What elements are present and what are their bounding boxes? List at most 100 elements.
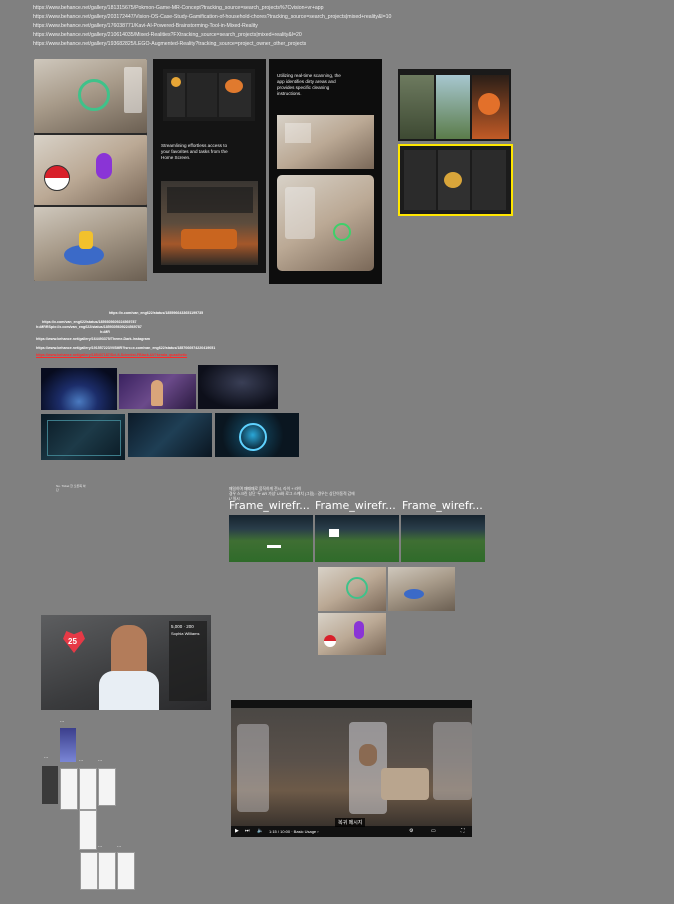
floating-window	[433, 722, 472, 800]
link-item[interactable]: https://www.behance.net/gallery/16449337…	[36, 337, 150, 341]
frame-title[interactable]: Frame_wirefr...	[402, 499, 483, 512]
scan-title: Utilizing real-time scanning, the app id…	[277, 73, 341, 96]
artboard-label: ...	[117, 843, 122, 849]
link-item[interactable]: https://www.behance.net/gallery/18540718…	[36, 353, 188, 357]
theater-icon[interactable]: ▭	[431, 828, 436, 834]
creature-shape	[404, 589, 424, 599]
presenter-tile[interactable]	[119, 374, 196, 409]
case-study-board[interactable]: Streamlining effortless access to your f…	[153, 59, 266, 273]
highlighted-board[interactable]	[398, 144, 513, 216]
link-item[interactable]: https://www.behance.net/gallery/19368282…	[33, 41, 307, 47]
profile-card-board[interactable]: 25 5,000 · 200 Sophia Williams	[41, 615, 211, 710]
hud-grid	[47, 420, 121, 456]
scan-scene-1	[277, 115, 374, 169]
ring-shape	[78, 79, 110, 111]
ball-icon	[478, 93, 500, 115]
link-item[interactable]: h=MR	[100, 330, 110, 334]
stadium-frame[interactable]	[229, 515, 313, 562]
link-item[interactable]: https://www.behance.net/gallery/21061403…	[33, 32, 302, 38]
screen-card	[472, 150, 506, 210]
profile-stat: 5,000 · 200	[171, 624, 194, 629]
pokemon-frame[interactable]	[388, 567, 455, 611]
ring-shape	[346, 577, 368, 599]
ar-photo-board[interactable]	[398, 69, 511, 141]
korean-note: 매일하며 때때때로 움직하게 전시, 라이 + 라이 경우 스크린 상단 '두 …	[229, 487, 355, 502]
link-item[interactable]: h=MRRSpix://x.com/van_eng622/status/1859…	[36, 325, 142, 329]
frame-title[interactable]: Frame_wirefr...	[229, 499, 310, 512]
hud-tile[interactable]	[128, 413, 212, 457]
artboard-thumb[interactable]	[98, 852, 116, 890]
profile-name: Sophia Williams	[171, 631, 200, 636]
artboard-thumb[interactable]	[80, 852, 98, 890]
fullscreen-icon[interactable]: ⛶	[461, 828, 465, 834]
link-item[interactable]: https://www.behance.net/gallery/19155722…	[36, 346, 216, 350]
person-head	[359, 744, 377, 766]
progress-ring	[333, 223, 351, 241]
screen-card	[404, 150, 436, 210]
artboard-thumb[interactable]	[98, 768, 116, 806]
tiny-label: No. Ticket 한 오른쪽 하단	[56, 484, 86, 492]
pokemon-scene-2	[34, 135, 147, 205]
artboard-label: ...	[79, 757, 84, 763]
space-tile[interactable]	[41, 368, 117, 410]
screen-card	[187, 73, 217, 117]
artboard-thumb[interactable]	[60, 728, 76, 762]
scan-scene-2	[277, 175, 374, 271]
next-icon[interactable]: ⏭	[245, 828, 250, 834]
scan-panel	[285, 123, 311, 143]
artboard-thumb[interactable]	[79, 810, 97, 850]
overlay-bar	[267, 545, 281, 548]
video-caption: 복귀 메시지	[335, 818, 366, 827]
play-icon[interactable]: ▶	[235, 828, 239, 834]
person-head	[111, 625, 147, 675]
frame-title[interactable]: Frame_wirefr...	[315, 499, 396, 512]
note-line: 매일하며 때때때로 움직하게 전시, 라이 + 라이	[229, 487, 302, 491]
hud-panel	[167, 187, 253, 213]
creature-shape	[354, 621, 364, 639]
settings-icon[interactable]: ⚙	[409, 828, 414, 834]
profile-panel: 5,000 · 200 Sophia Williams	[169, 621, 207, 701]
sofa-shape	[381, 768, 429, 800]
portal-tile[interactable]	[215, 413, 299, 457]
floating-window	[349, 722, 387, 814]
link-item[interactable]: https://www.behance.net/gallery/17603877…	[33, 23, 258, 29]
pokemon-frame[interactable]	[318, 567, 386, 611]
stadium-frame[interactable]	[401, 515, 485, 562]
artboard-thumb[interactable]	[60, 768, 78, 810]
artboard-label: ...	[44, 754, 49, 760]
screen-card	[438, 150, 470, 210]
link-item[interactable]: https://x.com/van_eng622/status/18593056…	[42, 320, 137, 324]
link-item[interactable]: https://www.behance.net/gallery/20317244…	[33, 14, 392, 20]
sofa-shape	[181, 229, 237, 249]
floating-window	[237, 724, 269, 812]
heart-value: 25	[68, 637, 77, 646]
artboard-thumb[interactable]	[42, 766, 58, 804]
character-icon	[225, 79, 243, 93]
pokemon-board[interactable]	[34, 59, 147, 281]
dark-hud-tile[interactable]	[198, 365, 278, 409]
link-item[interactable]: https://www.behance.net/gallery/18131567…	[33, 5, 324, 11]
badge-icon	[171, 77, 181, 87]
note-line: Lᴵ 일시	[229, 497, 240, 501]
stadium-frame[interactable]	[315, 515, 399, 562]
pokemon-scene-3	[34, 207, 147, 281]
app-screens-preview	[163, 69, 255, 121]
hud-tile[interactable]	[41, 414, 125, 460]
pokeball-icon	[44, 165, 70, 191]
home-title: Streamlining effortless access to your f…	[161, 143, 228, 160]
artboard-label: ...	[98, 843, 103, 849]
sofa-scene	[161, 181, 258, 265]
video-player[interactable]: 복귀 메시지 ▶ ⏭ 🔈 1:15 / 10:00 · Basic Usage …	[231, 700, 472, 837]
character-icon	[444, 172, 462, 188]
overlay-box	[329, 529, 339, 537]
scanning-board[interactable]: Utilizing real-time scanning, the app id…	[269, 59, 382, 284]
artboard-thumb[interactable]	[79, 768, 97, 810]
video-frame: 복귀 메시지	[231, 708, 472, 827]
note-line: 경우 스크린 상단 '두 AR 가상' UI와 로그 스케치 (그림) : 경우…	[229, 492, 355, 496]
pokemon-frame[interactable]	[318, 613, 386, 655]
link-item[interactable]: https://x.com/van_eng622/status/18559664…	[108, 311, 204, 315]
link-list: https://www.behance.net/gallery/18131567…	[33, 5, 391, 48]
creature-shape	[96, 153, 112, 179]
volume-icon[interactable]: 🔈	[257, 828, 264, 834]
artboard-thumb[interactable]	[117, 852, 135, 890]
